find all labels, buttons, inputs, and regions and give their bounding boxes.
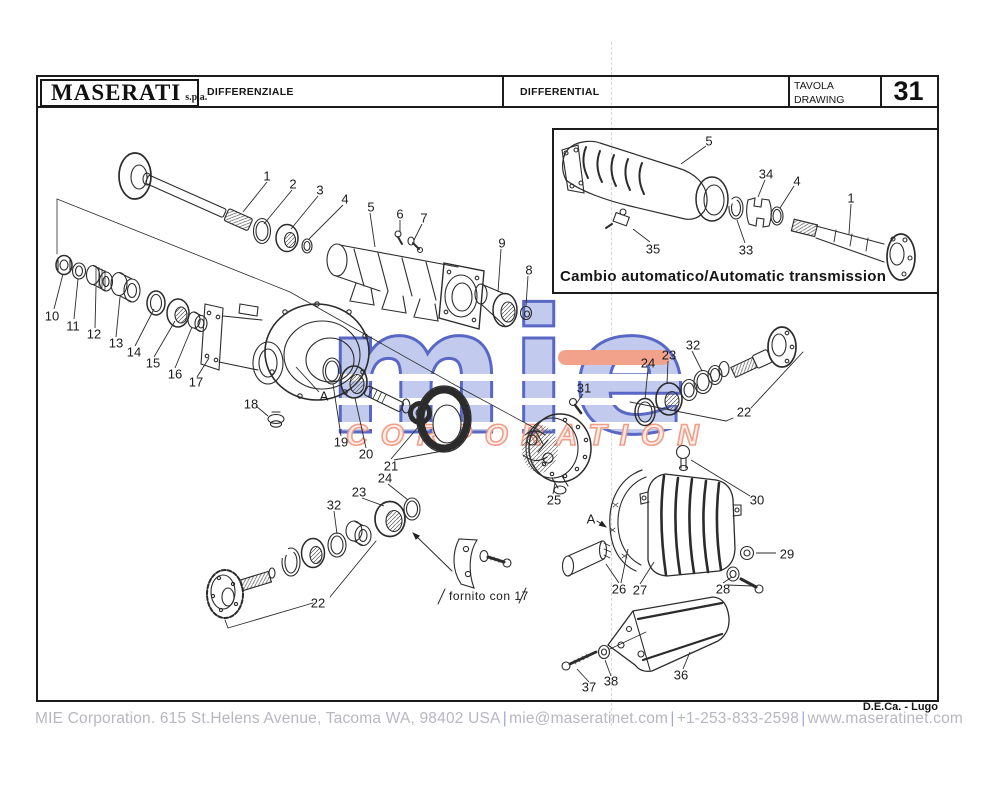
- drawing-number: 31: [893, 76, 924, 106]
- inset-caption: Cambio automatico/Automatic transmission: [560, 268, 887, 285]
- credits: D.E.Ca. - Lugo: [862, 701, 938, 713]
- title-italian: DIFFERENZIALE: [207, 86, 294, 98]
- page-frame: [36, 75, 939, 702]
- drawing-label-line2: DRAWING: [794, 93, 845, 106]
- watermark-stripe: [318, 398, 720, 405]
- footer-address: MIE Corporation. 615 St.Helens Avenue, T…: [35, 710, 501, 727]
- brand-suffix: s.p.a.: [185, 92, 208, 103]
- header-cell-divider: [788, 75, 790, 108]
- drawing-label-line1: TAVOLA: [794, 80, 834, 92]
- brand-box: MASERATI s.p.a.: [40, 79, 207, 107]
- footer-email: mie@maseratinet.com: [509, 710, 669, 727]
- inset-box: [552, 128, 939, 294]
- watermark-stripe: [318, 422, 720, 429]
- footer-website: www.maseratinet.com: [807, 710, 963, 727]
- footer-separator: |: [670, 710, 675, 727]
- header-cell-divider: [502, 75, 504, 108]
- footer-separator: |: [502, 710, 507, 727]
- footer-phone: +1-253-833-2598: [676, 710, 800, 727]
- watermark-stripe: [318, 374, 720, 381]
- footer-separator: |: [801, 710, 806, 727]
- header-cell-divider: [880, 75, 882, 108]
- brand-name: MASERATI: [51, 80, 182, 105]
- header-divider: [36, 106, 937, 108]
- supplied-with-note: fornito con 17: [449, 589, 529, 603]
- watermark-orange-bar: [558, 350, 670, 365]
- footer: MIE Corporation. 615 St.Helens Avenue, T…: [35, 710, 963, 728]
- title-english: DIFFERENTIAL: [520, 86, 600, 98]
- drawing-label: TAVOLA DRAWING: [794, 80, 844, 107]
- scan-crease-line: [611, 42, 612, 726]
